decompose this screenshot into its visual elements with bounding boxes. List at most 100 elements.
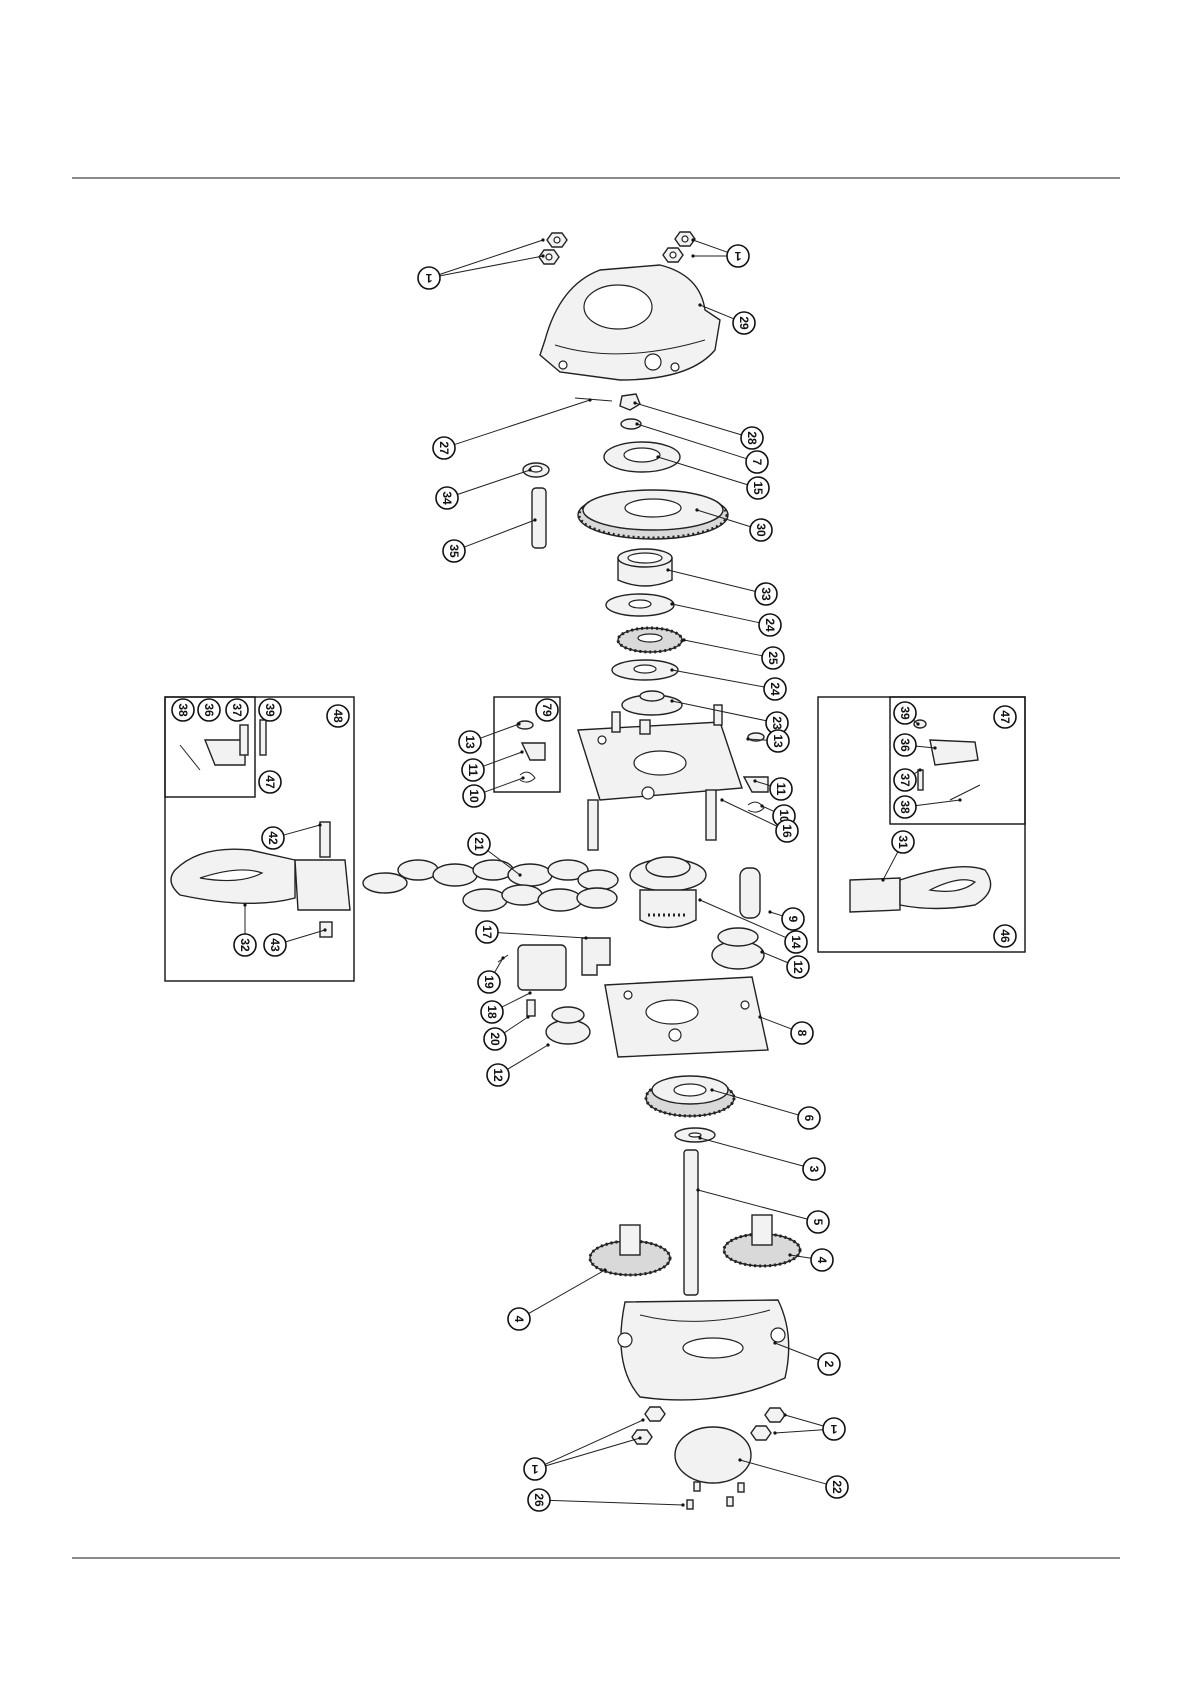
callout-label: 13	[771, 734, 785, 748]
leader-arrowhead	[760, 804, 763, 807]
callout-label: 24	[763, 618, 777, 632]
callout-label: 35	[447, 544, 461, 558]
leader-line	[484, 778, 523, 792]
callout-42: 42	[262, 823, 322, 849]
callout-label: 20	[488, 1032, 502, 1046]
leader-line	[529, 1270, 605, 1314]
leader-arrowhead	[323, 928, 326, 931]
callout-label: 36	[898, 738, 912, 752]
callout-label: 14	[789, 935, 803, 949]
callout-12: 12	[760, 950, 809, 978]
callout-48: 48	[327, 705, 349, 727]
callout-label: 33	[759, 587, 773, 601]
callout-label: 29	[737, 316, 751, 330]
leader-arrowhead	[501, 956, 504, 959]
callout-36: 36	[894, 734, 937, 756]
callout-label: 28	[745, 431, 759, 445]
leader-arrowhead	[881, 878, 884, 881]
leader-arrowhead	[584, 936, 587, 939]
leader-arrowhead	[720, 798, 723, 801]
large-gear	[578, 490, 728, 539]
leader-line	[785, 1415, 823, 1426]
leader-line	[439, 240, 543, 275]
callout-25: 25	[682, 638, 784, 669]
callout-label: 3	[807, 1166, 821, 1173]
callout-label: 11	[774, 783, 788, 796]
callout-label: 27	[437, 441, 451, 455]
callout-label: 31	[896, 835, 910, 849]
upper-frame-plate	[578, 705, 742, 850]
callout-47: 47	[259, 771, 281, 793]
callout-label: 47	[263, 775, 277, 789]
load-sheave	[630, 857, 764, 969]
leader-line	[286, 930, 325, 942]
leader-arrowhead	[753, 779, 756, 782]
callout-label: 1	[830, 1422, 837, 1436]
callout-3: 3	[698, 1136, 825, 1180]
callout-13: 13	[459, 722, 521, 753]
callout-46: 46	[994, 925, 1016, 947]
callout-label: 19	[482, 975, 496, 989]
callout-28: 28	[633, 401, 763, 449]
callout-label: 16	[780, 824, 794, 838]
leader-line	[775, 1430, 823, 1433]
leader-line	[760, 1017, 792, 1029]
callout-label: 17	[480, 925, 494, 939]
leader-line	[672, 670, 764, 687]
leader-line	[883, 852, 898, 880]
callout-1: 1	[524, 1418, 645, 1480]
leader-arrowhead	[243, 903, 246, 906]
lower-frame-plate	[605, 977, 768, 1057]
leader-line	[916, 800, 960, 806]
callout-label: 26	[532, 1493, 546, 1507]
leader-arrowhead	[517, 722, 520, 725]
callout-label: 25	[766, 651, 780, 665]
callout-label: 2	[822, 1361, 836, 1368]
callout-label: 13	[463, 735, 477, 749]
callout-32: 32	[234, 903, 256, 956]
callout-label: 39	[263, 703, 277, 717]
leader-arrowhead	[666, 568, 669, 571]
leader-arrowhead	[773, 1431, 776, 1434]
leader-line	[502, 993, 530, 1007]
leader-arrowhead	[746, 737, 749, 740]
leader-arrowhead	[958, 798, 961, 801]
inset-hook-assembly-left	[165, 697, 354, 981]
leader-arrowhead	[641, 1418, 644, 1421]
leader-arrowhead	[698, 303, 701, 306]
bottom-parts	[632, 1407, 785, 1509]
callout-39: 39	[894, 702, 920, 726]
leader-arrowhead	[546, 1043, 549, 1046]
callout-label: 12	[791, 960, 805, 974]
callout-33: 33	[666, 568, 777, 605]
callout-79: 79	[536, 699, 558, 721]
leader-arrowhead	[933, 746, 936, 749]
leader-arrowhead	[588, 398, 591, 401]
leader-arrowhead	[682, 638, 685, 641]
leader-line	[457, 470, 530, 494]
callout-label: 1	[734, 249, 741, 263]
callout-19: 19	[478, 956, 505, 993]
gear-case	[618, 1300, 789, 1400]
leader-arrowhead	[541, 254, 544, 257]
callout-label: 34	[440, 491, 454, 505]
callout-label: 32	[238, 938, 252, 952]
leader-line	[498, 933, 586, 938]
callout-label: 21	[472, 837, 486, 851]
nut-top-left	[539, 233, 567, 264]
leader-arrowhead	[528, 468, 531, 471]
leader-line	[483, 752, 522, 766]
leader-arrowhead	[691, 238, 694, 241]
leader-line	[507, 1045, 548, 1069]
leader-arrowhead	[918, 768, 921, 771]
leader-arrowhead	[635, 422, 638, 425]
callout-26: 26	[528, 1489, 685, 1511]
callout-18: 18	[481, 991, 532, 1023]
callout-47: 47	[994, 706, 1016, 728]
callout-22: 22	[738, 1458, 848, 1498]
callout-label: 1	[425, 271, 432, 285]
callout-31: 31	[881, 831, 914, 882]
leader-arrowhead	[760, 950, 763, 953]
leader-arrowhead	[710, 1088, 713, 1091]
callout-label: 12	[491, 1068, 505, 1082]
